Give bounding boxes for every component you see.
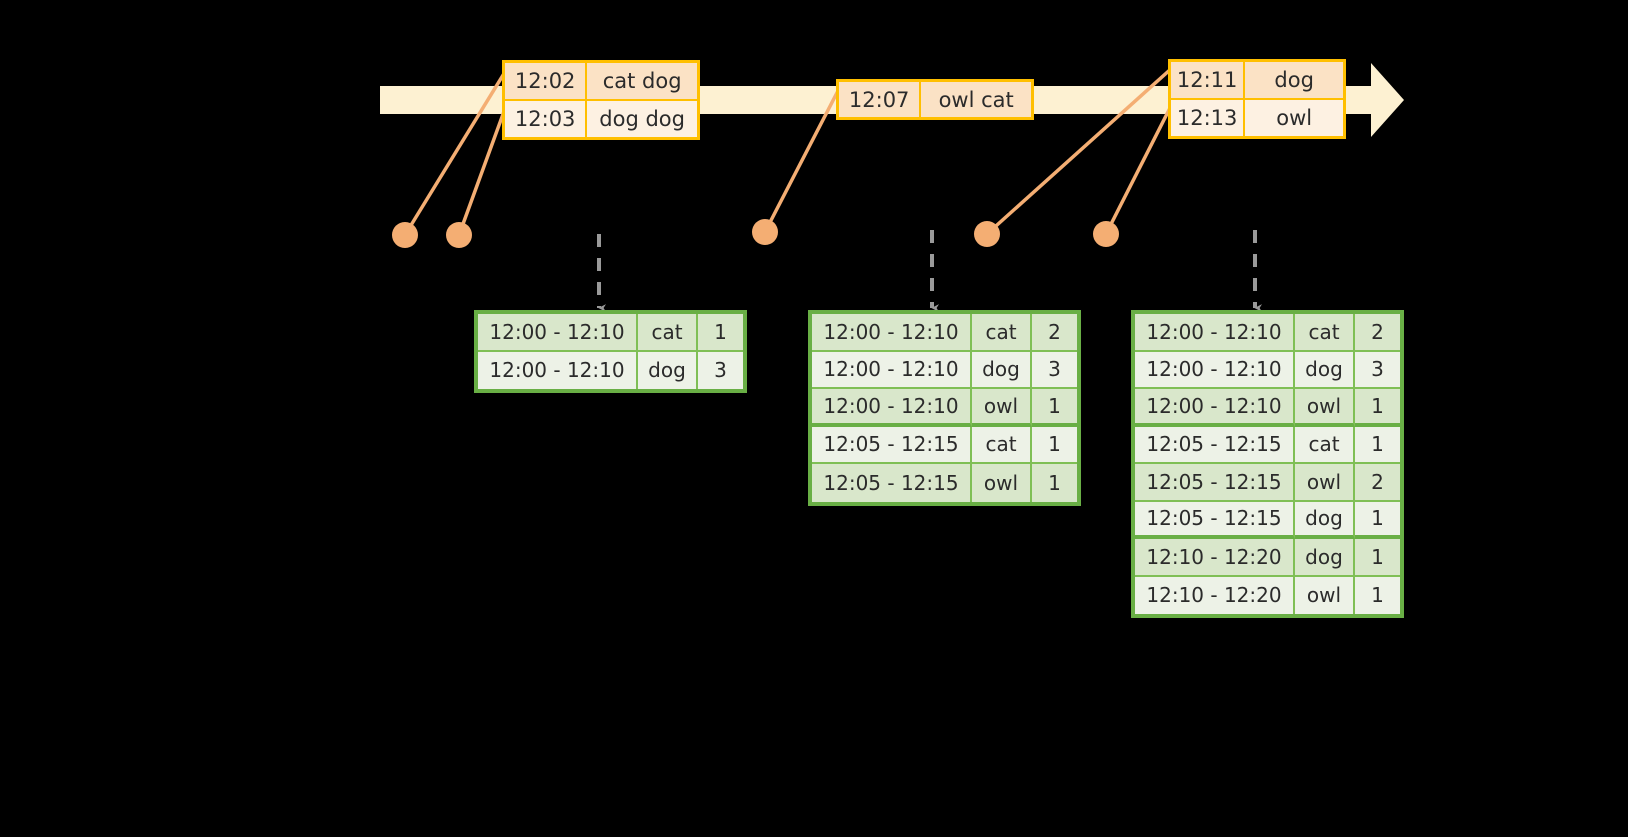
cell-count: 2 (1032, 314, 1077, 352)
event-timestamp: 12:13 (1171, 100, 1246, 136)
cell-word: cat (1295, 426, 1355, 464)
cell-count: 3 (1032, 351, 1077, 389)
event-timestamp: 12:11 (1171, 62, 1246, 98)
connector-1207 (763, 84, 843, 233)
cell-count: 1 (1032, 426, 1077, 464)
cell-word: dog (1295, 539, 1355, 577)
cell-word: owl (972, 389, 1032, 427)
cell-word: dog (1295, 501, 1355, 539)
cell-window: 12:00 - 12:10 (1135, 314, 1295, 352)
cell-count: 1 (1355, 426, 1400, 464)
cell-window: 12:00 - 12:10 (478, 314, 638, 352)
cell-word: cat (638, 314, 698, 352)
cell-word: cat (972, 426, 1032, 464)
cell-word: owl (1295, 464, 1355, 502)
cell-count: 2 (1355, 314, 1400, 352)
event-words: dog (1245, 62, 1343, 98)
cell-word: dog (972, 351, 1032, 389)
connector-1213 (1104, 103, 1174, 235)
cell-window: 12:00 - 12:10 (812, 351, 972, 389)
cell-window: 12:00 - 12:10 (1135, 351, 1295, 389)
connector-1202 (403, 66, 510, 236)
cell-window: 12:05 - 12:15 (812, 426, 972, 464)
event-words: owl (1245, 100, 1343, 136)
event-marker-1207 (752, 219, 778, 245)
cell-window: 12:10 - 12:20 (1135, 539, 1295, 577)
cell-window: 12:05 - 12:15 (812, 464, 972, 502)
event-timestamp: 12:02 (505, 63, 588, 99)
cell-window: 12:05 - 12:15 (1135, 426, 1295, 464)
cell-count: 1 (1355, 389, 1400, 427)
cell-window: 12:00 - 12:10 (812, 389, 972, 427)
cell-window: 12:00 - 12:10 (478, 351, 638, 389)
cell-count: 1 (1032, 464, 1077, 502)
cell-count: 1 (1355, 539, 1400, 577)
cell-count: 1 (1355, 501, 1400, 539)
cell-window: 12:00 - 12:10 (1135, 389, 1295, 427)
event-marker-1203 (446, 222, 472, 248)
cell-count: 2 (1355, 464, 1400, 502)
cell-word: owl (1295, 389, 1355, 427)
event-timestamp: 12:07 (839, 82, 922, 117)
event-words: owl cat (921, 82, 1031, 117)
connector-1211 (985, 66, 1174, 236)
cell-window: 12:05 - 12:15 (1135, 464, 1295, 502)
cell-count: 1 (698, 314, 743, 352)
cell-word: cat (972, 314, 1032, 352)
event-words: dog dog (587, 101, 697, 137)
cell-count: 1 (1032, 389, 1077, 427)
cell-window: 12:10 - 12:20 (1135, 576, 1295, 614)
cell-word: owl (1295, 576, 1355, 614)
cell-word: owl (972, 464, 1032, 502)
cell-word: dog (638, 351, 698, 389)
connector-1203 (457, 105, 508, 236)
cell-count: 3 (1355, 351, 1400, 389)
cell-count: 3 (698, 351, 743, 389)
event-words: cat dog (587, 63, 697, 99)
event-marker-1211 (974, 221, 1000, 247)
cell-word: cat (1295, 314, 1355, 352)
event-timestamp: 12:03 (505, 101, 588, 137)
cell-window: 12:00 - 12:10 (812, 314, 972, 352)
marker-dots (392, 219, 1119, 248)
down-arrows (597, 230, 1262, 312)
event-marker-1202 (392, 222, 418, 248)
connector-lines (403, 66, 1174, 236)
cell-word: dog (1295, 351, 1355, 389)
event-marker-1213 (1093, 221, 1119, 247)
cell-count: 1 (1355, 576, 1400, 614)
cell-window: 12:05 - 12:15 (1135, 501, 1295, 539)
